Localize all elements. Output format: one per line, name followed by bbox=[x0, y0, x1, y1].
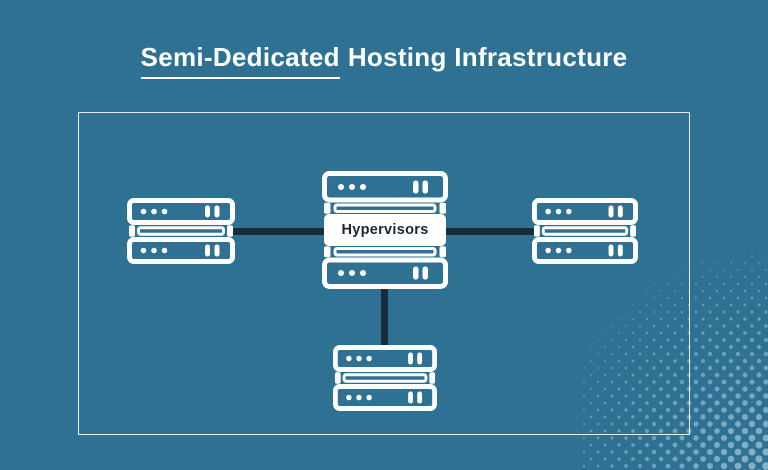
diagram-frame bbox=[78, 112, 690, 435]
page-title: Semi-Dedicated Hosting Infrastructure bbox=[0, 42, 768, 79]
server-stack-2u-icon bbox=[532, 198, 638, 264]
node-server-cluster-right bbox=[532, 198, 638, 264]
connector-left-line bbox=[231, 228, 325, 235]
title-rest-text: Hosting Infrastructure bbox=[347, 42, 628, 72]
connector-bottom-line bbox=[381, 287, 388, 347]
server-stack-3u-icon bbox=[322, 171, 448, 289]
hypervisors-label: Hypervisors bbox=[324, 214, 446, 246]
connector-right-line bbox=[446, 228, 535, 235]
node-server-cluster-bottom bbox=[333, 345, 437, 411]
node-hypervisors: Hypervisors bbox=[322, 171, 448, 289]
node-server-cluster-left bbox=[127, 198, 235, 264]
server-stack-2u-icon bbox=[333, 345, 437, 411]
title-underlined-text: Semi-Dedicated bbox=[140, 42, 340, 79]
server-stack-2u-icon bbox=[127, 198, 235, 264]
